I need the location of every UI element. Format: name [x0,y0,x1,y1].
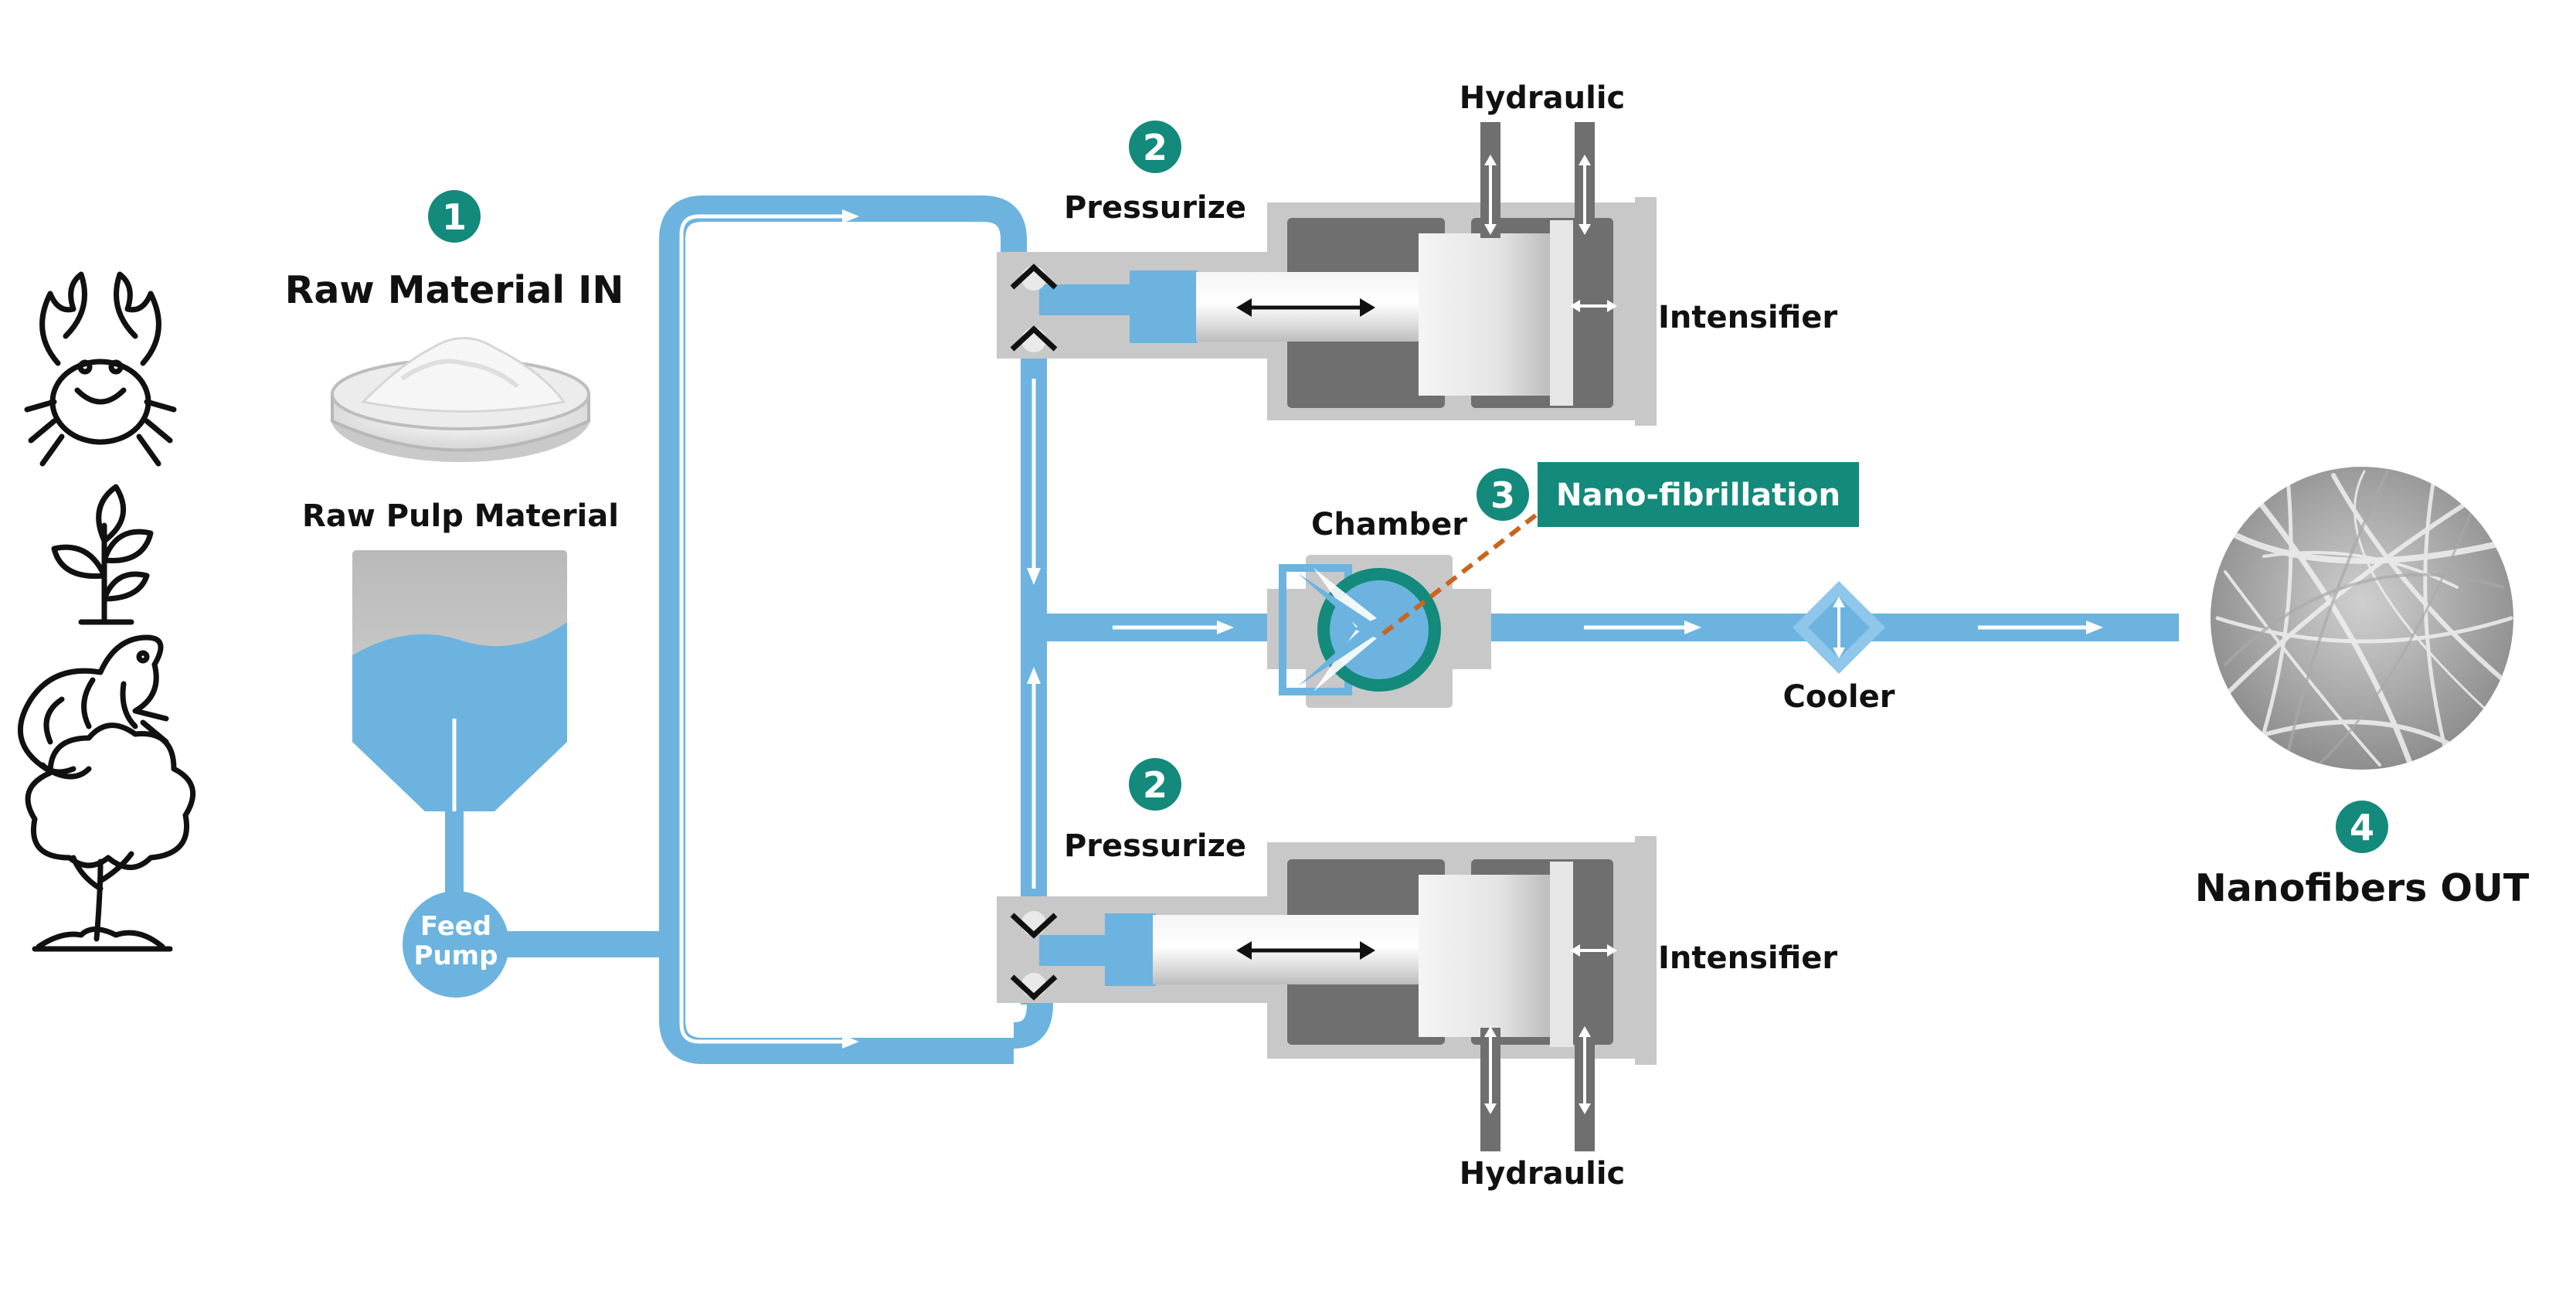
hydraulic-top-label: Hydraulic [1460,80,1626,116]
nano-leader-line [1381,512,1539,636]
svg-text:3: 3 [1490,474,1515,516]
interaction-chamber [1267,555,1491,708]
chamber-label: Chamber [1311,507,1467,542]
powder-dish-image [331,337,590,462]
flow-arrows [679,214,2086,1044]
svg-text:Nano-fibrillation: Nano-fibrillation [1556,478,1840,513]
raw-pulp-label: Raw Pulp Material [302,498,619,534]
svg-text:4: 4 [2350,807,2374,848]
cooler-label: Cooler [1783,679,1895,715]
feed-pipe [445,811,464,896]
feed-pump: Feed Pump [403,891,509,998]
tree-icon [25,722,196,952]
step-3-badge: 3 [1477,468,1529,521]
nano-fibrillation-tag: Nano-fibrillation [1538,462,1859,527]
step-4-badge: 4 [2336,801,2388,853]
svg-text:2: 2 [1143,764,1167,806]
nanofibers-out-title: Nanofibers OUT [2195,866,2530,910]
intensifier-bottom [997,836,1657,1065]
shrimp-icon [17,634,169,780]
hydraulic-lines-top [1480,122,1595,238]
cooler-icon [1793,581,1885,674]
svg-text:Pump: Pump [414,940,498,971]
raw-material-title: Raw Material IN [285,268,624,312]
intensifier-top [997,197,1657,426]
plant-icon [51,484,154,625]
step-2-badge-top: 2 [1129,121,1181,173]
pressurize-bottom-label: Pressurize [1064,828,1246,864]
step-2-badge-bottom: 2 [1129,758,1181,811]
svg-text:2: 2 [1143,127,1167,168]
hydraulic-lines-bottom [1480,1026,1595,1151]
nanofiber-micrograph-image [2211,467,2513,770]
hydraulic-bottom-label: Hydraulic [1460,1156,1626,1192]
svg-text:Feed: Feed [420,911,491,942]
step-1-badge: 1 [428,190,481,243]
intensifier-bottom-label: Intensifier [1658,940,1837,976]
intensifier-top-label: Intensifier [1658,300,1837,335]
flow-arrow-heads [842,209,2103,1049]
svg-text:1: 1 [442,196,467,238]
crab-icon [24,271,177,467]
pressurize-top-label: Pressurize [1064,190,1246,226]
